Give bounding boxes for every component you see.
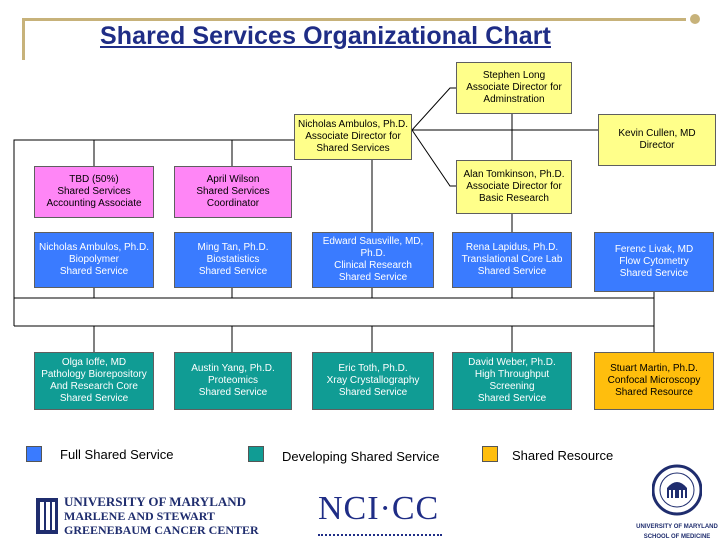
legend-label-developing: Developing Shared Service	[282, 449, 440, 464]
box-confocal-microscopy: Stuart Martin, Ph.D. Confocal Microscopy…	[594, 352, 714, 410]
umd-logo-line-1: UNIVERSITY OF MARYLAND	[64, 494, 247, 509]
legend-label-resource: Shared Resource	[512, 448, 614, 463]
box-biopolymer: Nicholas Ambulos, Ph.D. Biopolymer Share…	[34, 232, 154, 288]
connector-nicholas-stephen	[411, 87, 456, 131]
legend-swatch-developing	[248, 446, 264, 462]
box-nicholas-ambulos-associate-text: Nicholas Ambulos, Ph.D. Associate Direct…	[297, 119, 409, 154]
umd-greenebaum-logo: UNIVERSITY OF MARYLAND MARLENE AND STEWA…	[36, 492, 266, 540]
box-april-wilson: April Wilson Shared Services Coordinator	[174, 166, 292, 218]
box-clinical-research-text: Edward Sausville, MD, Ph.D. Clinical Res…	[322, 236, 424, 283]
box-alan-tomkinson-text: Alan Tomkinson, Ph.D. Associate Director…	[463, 169, 565, 204]
box-stephen-long-text: Stephen Long Associate Director for Admi…	[466, 70, 562, 105]
box-tbd-accounting: TBD (50%) Shared Services Accounting Ass…	[34, 166, 154, 218]
box-translational-core-lab: Rena Lapidus, Ph.D. Translational Core L…	[452, 232, 572, 288]
umd-logo-line-2: MARLENE AND STEWART	[64, 509, 215, 523]
box-nicholas-ambulos-associate: Nicholas Ambulos, Ph.D. Associate Direct…	[294, 114, 412, 160]
som-logo-line-1: UNIVERSITY OF MARYLAND	[636, 524, 718, 530]
box-proteomics-text: Austin Yang, Ph.D. Proteomics Shared Ser…	[191, 363, 275, 398]
box-tbd-accounting-text: TBD (50%) Shared Services Accounting Ass…	[46, 174, 142, 209]
legend-swatch-full	[26, 446, 42, 462]
box-april-wilson-text: April Wilson Shared Services Coordinator	[196, 174, 270, 209]
nci-cc-logo: NCI·CC	[318, 486, 442, 542]
nci-cc-logo-text: NCI·CC	[318, 490, 440, 527]
page-title: Shared Services Organizational Chart	[100, 22, 551, 50]
box-proteomics: Austin Yang, Ph.D. Proteomics Shared Ser…	[174, 352, 292, 410]
box-alan-tomkinson: Alan Tomkinson, Ph.D. Associate Director…	[456, 160, 572, 214]
box-biostatistics: Ming Tan, Ph.D. Biostatistics Shared Ser…	[174, 232, 292, 288]
box-stephen-long: Stephen Long Associate Director for Admi…	[456, 62, 572, 114]
box-xray-crystallography: Eric Toth, Ph.D. Xray Crystallography Sh…	[312, 352, 434, 410]
legend-swatch-resource	[482, 446, 498, 462]
box-flow-cytometry: Ferenc Livak, MD Flow Cytometry Shared S…	[594, 232, 714, 292]
legend-label-full: Full Shared Service	[60, 447, 174, 462]
box-confocal-microscopy-text: Stuart Martin, Ph.D. Confocal Microscopy…	[607, 363, 701, 398]
box-translational-core-lab-text: Rena Lapidus, Ph.D. Translational Core L…	[461, 242, 563, 277]
box-kevin-cullen-text: Kevin Cullen, MD Director	[618, 128, 696, 151]
box-flow-cytometry-text: Ferenc Livak, MD Flow Cytometry Shared S…	[614, 244, 694, 279]
frame-top-border	[22, 18, 686, 21]
nci-cc-logo-underline	[318, 534, 442, 540]
box-high-throughput-screening-text: David Weber, Ph.D. High Throughput Scree…	[468, 357, 556, 404]
box-biostatistics-text: Ming Tan, Ph.D. Biostatistics Shared Ser…	[197, 242, 269, 277]
box-biopolymer-text: Nicholas Ambulos, Ph.D. Biopolymer Share…	[38, 242, 150, 277]
umd-logo-line-3: GREENEBAUM CANCER CENTER	[64, 523, 259, 537]
som-seal-icon	[652, 464, 702, 516]
box-pathology-biorepository-text: Olga Ioffe, MD Pathology Biorepository A…	[41, 357, 147, 404]
box-pathology-biorepository: Olga Ioffe, MD Pathology Biorepository A…	[34, 352, 154, 410]
som-logo-line-2: SCHOOL OF MEDICINE	[643, 534, 711, 540]
connector-nicholas-alan	[411, 129, 456, 187]
umd-shield-icon	[36, 498, 58, 534]
box-kevin-cullen: Kevin Cullen, MD Director	[598, 114, 716, 166]
box-clinical-research: Edward Sausville, MD, Ph.D. Clinical Res…	[312, 232, 434, 288]
box-high-throughput-screening: David Weber, Ph.D. High Throughput Scree…	[452, 352, 572, 410]
school-of-medicine-logo: UNIVERSITY OF MARYLAND SCHOOL OF MEDICIN…	[630, 460, 724, 544]
frame-corner-dot	[690, 14, 700, 24]
box-xray-crystallography-text: Eric Toth, Ph.D. Xray Crystallography Sh…	[326, 363, 420, 398]
frame-left-border	[22, 18, 25, 60]
